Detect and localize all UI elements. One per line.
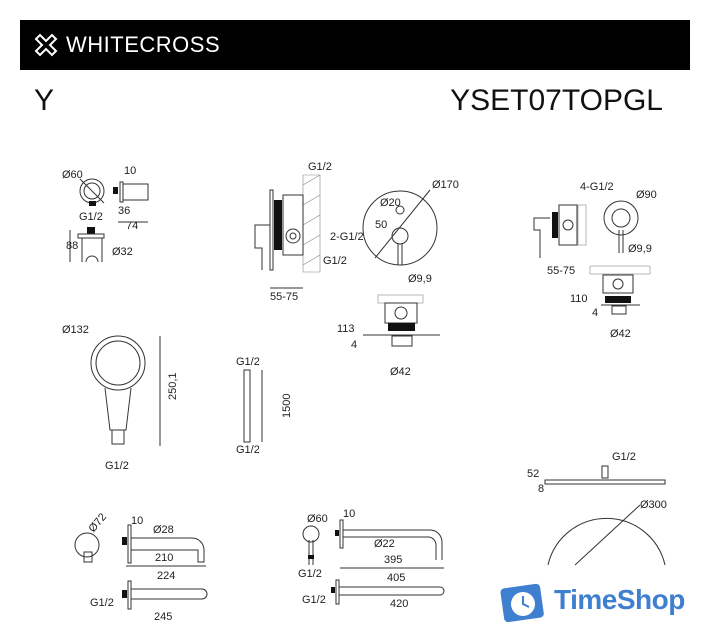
hose-drawing: G1/2 1500 G1/2 xyxy=(236,356,293,456)
dimension-label: G1/2 xyxy=(298,568,322,580)
dimension-label: 1500 xyxy=(281,394,293,418)
dimension-label: 52 xyxy=(527,468,539,480)
dimension-label: Ø22 xyxy=(374,538,395,550)
dimension-label: Ø60 xyxy=(62,169,83,181)
dimension-label: 55-75 xyxy=(270,291,298,303)
dimension-label: 405 xyxy=(387,572,405,584)
clock-bag-icon xyxy=(500,583,544,622)
dimension-label: 4 xyxy=(351,339,357,351)
shower-holder-drawing: Ø60 10 36 74 G1/2 88 Ø32 xyxy=(62,165,149,263)
dimension-label: 245 xyxy=(154,611,172,623)
dimension-label: G1/2 xyxy=(308,161,332,173)
dimension-label: G1/2 xyxy=(79,211,103,223)
dimension-label: G1/2 xyxy=(105,460,129,472)
dimension-label: 395 xyxy=(384,554,402,566)
dimension-label: 420 xyxy=(390,598,408,610)
shower-head-drawing: 52 8 G1/2 Ø300 xyxy=(527,451,667,566)
dimension-label: Ø20 xyxy=(380,197,401,209)
dimension-label: G1/2 xyxy=(612,451,636,463)
dimension-label: Ø90 xyxy=(636,189,657,201)
timeshop-watermark: TimeShop xyxy=(498,578,685,622)
dimension-label: Ø32 xyxy=(112,246,133,258)
dimension-label: 74 xyxy=(126,220,138,232)
series-name: Y xyxy=(34,84,55,117)
dimension-label: Ø28 xyxy=(153,524,174,536)
dimension-label: Ø42 xyxy=(610,328,631,340)
dimension-label: Ø300 xyxy=(640,499,667,511)
dimension-label: Ø72 xyxy=(87,511,110,535)
dimension-label: G1/2 xyxy=(236,356,260,368)
dimension-label: 50 xyxy=(375,219,387,231)
dimension-label: G1/2 xyxy=(323,255,347,267)
brand-header: WHITECROSS xyxy=(20,20,690,70)
dimension-label: 8 xyxy=(538,483,544,495)
diverter-drawing: 4-G1/2 Ø90 Ø9,9 55-75 110 4 Ø42 xyxy=(533,181,657,340)
dimension-label: Ø170 xyxy=(432,179,459,191)
dimension-label: 4 xyxy=(592,307,598,319)
dimension-label: 55-75 xyxy=(547,265,575,277)
dimension-label: 113 xyxy=(337,323,355,335)
dimension-label: Ø60 xyxy=(307,513,328,525)
hand-shower-drawing: Ø132 250,1 G1/2 xyxy=(62,324,179,472)
mixer-plate-drawing: Ø170 Ø20 50 Ø9,9 113 4 Ø42 xyxy=(337,179,459,378)
dimension-label: Ø9,9 xyxy=(408,273,432,285)
dimension-label: Ø42 xyxy=(390,366,411,378)
dimension-label: 36 xyxy=(118,205,130,217)
dimension-label: G1/2 xyxy=(236,444,260,456)
dimension-label: 250,1 xyxy=(167,372,179,400)
brand-name: WHITECROSS xyxy=(66,32,221,57)
dimension-label: 210 xyxy=(155,552,173,564)
watermark-text: TimeShop xyxy=(554,584,685,615)
mixer-section-drawing: G1/2 2-G1/2 G1/2 55-75 xyxy=(254,161,364,303)
x-cross-logo-icon xyxy=(34,33,58,57)
dimension-label: G1/2 xyxy=(90,597,114,609)
shower-arm-drawing: Ø60 10 Ø22 395 405 G1/2 G1/2 420 xyxy=(298,508,445,610)
dimension-label: 10 xyxy=(343,508,355,520)
dimension-label: 224 xyxy=(157,570,175,582)
model-code: YSET07TOPGL xyxy=(450,84,663,117)
dimension-label: 110 xyxy=(570,293,588,305)
bath-spout-drawing: Ø72 10 Ø28 210 224 G1/2 245 xyxy=(74,511,208,623)
dimension-label: 10 xyxy=(131,515,143,527)
brand-logo: WHITECROSS xyxy=(32,31,220,59)
dimension-label: Ø9,9 xyxy=(628,243,652,255)
dimension-label: 4-G1/2 xyxy=(580,181,614,193)
dimension-label: 88 xyxy=(66,240,78,252)
dimension-label: 2-G1/2 xyxy=(330,231,364,243)
dimension-label: G1/2 xyxy=(302,594,326,606)
dimension-label: Ø132 xyxy=(62,324,89,336)
dimension-label: 10 xyxy=(124,165,136,177)
